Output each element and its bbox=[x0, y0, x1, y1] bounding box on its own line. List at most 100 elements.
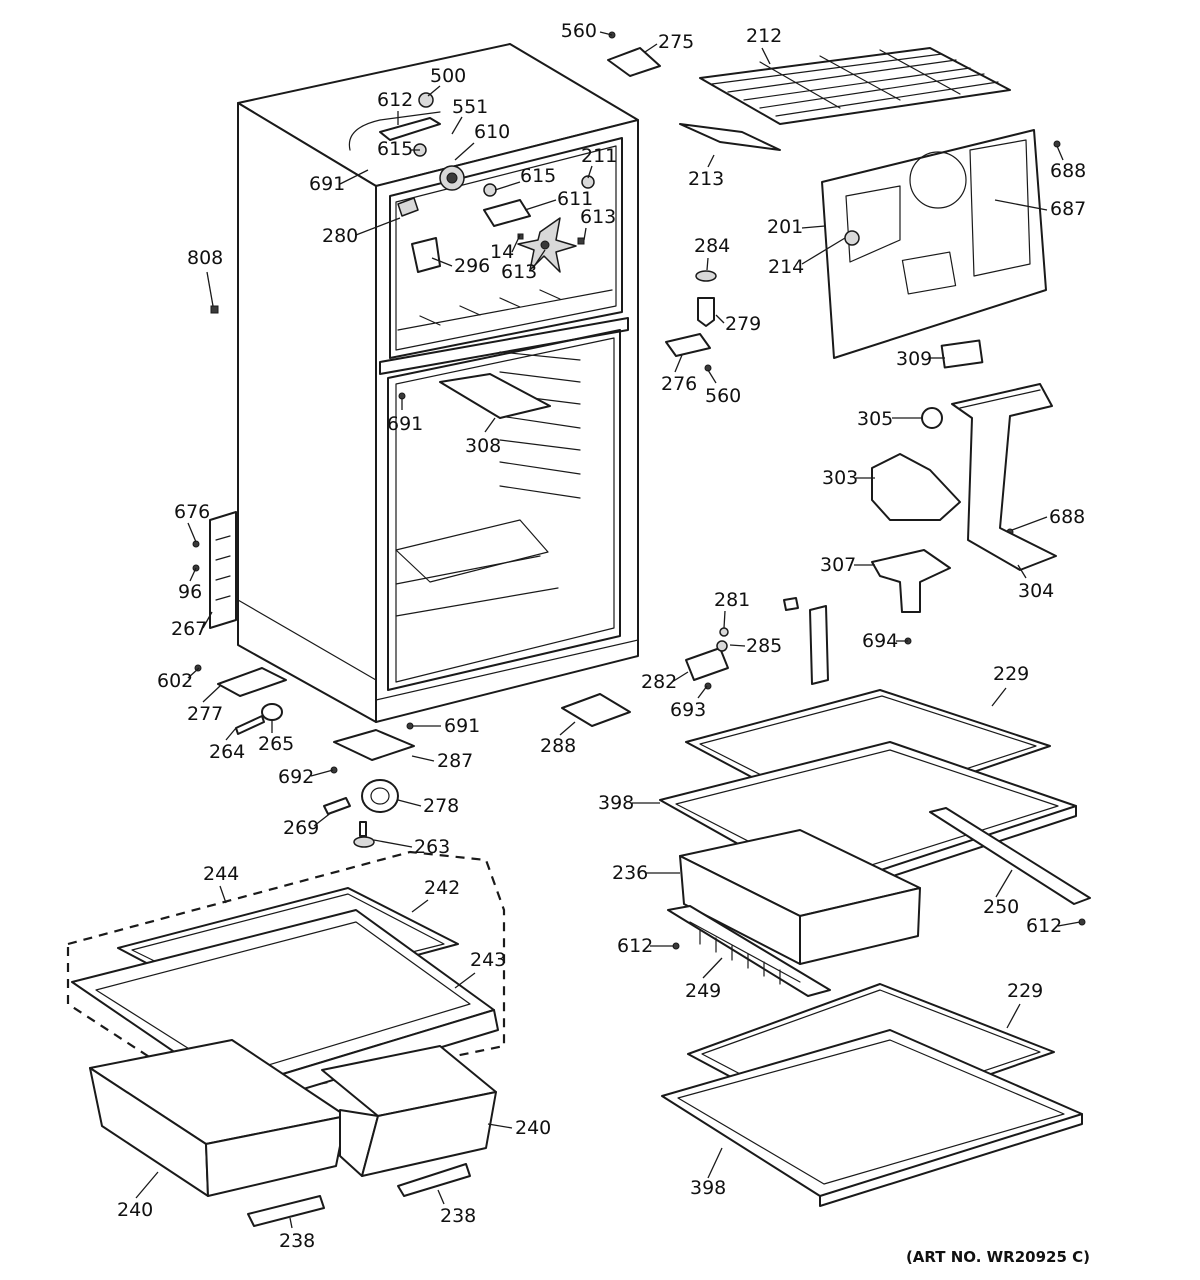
callout-238a: 238 bbox=[440, 1205, 476, 1227]
leader-296 bbox=[431, 257, 453, 267]
callout-229a: 229 bbox=[993, 663, 1029, 685]
callout-287: 287 bbox=[437, 750, 473, 772]
callout-288: 288 bbox=[540, 735, 576, 757]
pan-240-right bbox=[321, 1045, 497, 1177]
leader-201 bbox=[801, 225, 826, 229]
callout-267: 267 bbox=[171, 618, 207, 640]
callout-687: 687 bbox=[1050, 198, 1086, 220]
leader-249 bbox=[702, 957, 723, 979]
drawer-front-249 bbox=[667, 905, 831, 997]
callout-691a: 691 bbox=[309, 173, 345, 195]
leader-278 bbox=[397, 799, 422, 807]
hinge-275 bbox=[607, 47, 661, 77]
callout-265: 265 bbox=[258, 733, 294, 755]
callout-612c: 612 bbox=[617, 935, 653, 957]
callout-277: 277 bbox=[187, 703, 223, 725]
callout-280: 280 bbox=[322, 225, 358, 247]
callout-214: 214 bbox=[768, 256, 804, 278]
leader-264 bbox=[225, 727, 237, 741]
leader-96 bbox=[189, 567, 197, 582]
callout-236: 236 bbox=[612, 862, 648, 884]
leader-693 bbox=[697, 685, 708, 699]
bracket-238-left bbox=[247, 1195, 325, 1227]
crisper-drawer-236 bbox=[679, 829, 921, 965]
leader-240a bbox=[487, 1123, 513, 1129]
leader-276 bbox=[674, 354, 683, 373]
callout-242: 242 bbox=[424, 877, 460, 899]
leader-213 bbox=[707, 154, 715, 168]
part-307 bbox=[871, 549, 951, 613]
callout-250: 250 bbox=[983, 896, 1019, 918]
leader-284 bbox=[706, 257, 709, 271]
callout-243: 243 bbox=[470, 949, 506, 971]
leader-269 bbox=[313, 811, 333, 827]
leader-615b bbox=[494, 181, 521, 191]
callout-282: 282 bbox=[641, 671, 677, 693]
part-305 bbox=[921, 407, 943, 429]
misc-parts bbox=[561, 270, 829, 727]
callout-264: 264 bbox=[209, 741, 245, 763]
callout-201: 201 bbox=[767, 216, 803, 238]
leader-14 bbox=[511, 234, 521, 253]
leader-211 bbox=[587, 165, 593, 179]
leader-304 bbox=[1017, 564, 1027, 579]
leader-602 bbox=[187, 667, 200, 679]
callout-688a: 688 bbox=[1050, 160, 1086, 182]
callout-213: 213 bbox=[688, 168, 724, 190]
leader-308 bbox=[484, 417, 496, 433]
callout-309: 309 bbox=[896, 348, 932, 370]
callout-238b: 238 bbox=[279, 1230, 315, 1252]
callout-285: 285 bbox=[746, 635, 782, 657]
leader-277 bbox=[202, 685, 221, 703]
callout-305: 305 bbox=[857, 408, 893, 430]
callout-560b: 560 bbox=[705, 385, 741, 407]
leader-688b bbox=[1011, 516, 1048, 531]
callout-692: 692 bbox=[278, 766, 314, 788]
callout-263: 263 bbox=[414, 836, 450, 858]
leader-244 bbox=[219, 885, 227, 904]
leader-611 bbox=[524, 199, 557, 211]
callout-560: 560 bbox=[561, 20, 597, 42]
leader-612b bbox=[1057, 921, 1081, 927]
callout-212: 212 bbox=[746, 25, 782, 47]
callout-612a: 612 bbox=[377, 89, 413, 111]
callout-615b: 615 bbox=[520, 165, 556, 187]
callout-244: 244 bbox=[203, 863, 239, 885]
leader-285 bbox=[729, 644, 746, 647]
callout-613b: 613 bbox=[501, 261, 537, 283]
callout-398a: 398 bbox=[598, 792, 634, 814]
callout-612b: 612 bbox=[1026, 915, 1062, 937]
callout-284: 284 bbox=[694, 235, 730, 257]
leader-279 bbox=[715, 314, 725, 324]
callout-304: 304 bbox=[1018, 580, 1054, 602]
callout-281: 281 bbox=[714, 589, 750, 611]
callout-303: 303 bbox=[822, 467, 858, 489]
pan-240-left bbox=[89, 1039, 347, 1197]
leader-229b bbox=[1006, 1003, 1021, 1029]
air-duct-304 bbox=[951, 383, 1057, 571]
callout-275: 275 bbox=[658, 31, 694, 53]
wire-shelf-212 bbox=[699, 47, 1011, 125]
leader-282 bbox=[671, 671, 689, 683]
part-309 bbox=[940, 339, 984, 369]
callout-602: 602 bbox=[157, 670, 193, 692]
leader-243 bbox=[454, 972, 476, 989]
leader-212 bbox=[761, 47, 771, 65]
leader-287 bbox=[411, 755, 435, 762]
callout-688b: 688 bbox=[1049, 506, 1085, 528]
callout-240a: 240 bbox=[515, 1117, 551, 1139]
callout-691c: 691 bbox=[444, 715, 480, 737]
callout-308: 308 bbox=[465, 435, 501, 457]
callout-269: 269 bbox=[283, 817, 319, 839]
callout-276: 276 bbox=[661, 373, 697, 395]
callout-613a: 613 bbox=[580, 206, 616, 228]
leader-610 bbox=[454, 142, 475, 161]
ice-tray-213 bbox=[679, 123, 781, 151]
leader-275 bbox=[644, 43, 658, 53]
art-number: (ART NO. WR20925 C) bbox=[906, 1248, 1090, 1266]
leader-808 bbox=[206, 271, 214, 307]
leader-214 bbox=[801, 237, 846, 265]
